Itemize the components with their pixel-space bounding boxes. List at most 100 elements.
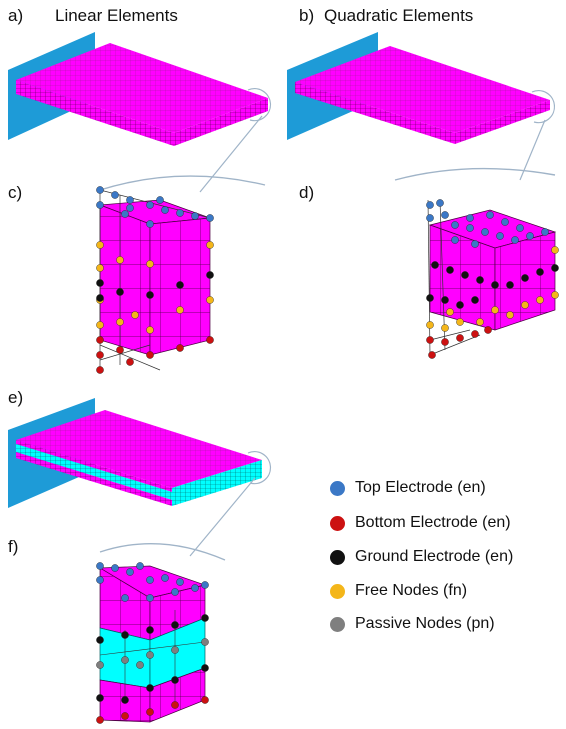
zoom-circle-e (247, 451, 272, 485)
node-d-gnd (426, 294, 434, 302)
node-f-pas (146, 651, 154, 659)
node-d-top (486, 211, 494, 219)
plate-top-a (16, 43, 268, 133)
zoom-arc-c (99, 175, 266, 191)
node-c-bot (126, 358, 134, 366)
node-d-bot (484, 326, 492, 334)
node-d-gnd (476, 276, 484, 284)
node-d-bot (471, 330, 479, 338)
node-c-bot (96, 351, 104, 359)
node-d-gnd (506, 281, 514, 289)
zoom-line-c (199, 115, 263, 193)
node-d-gnd (441, 296, 449, 304)
node-f-gnd (121, 696, 129, 704)
node-c-top (161, 206, 169, 214)
node-f-top (201, 581, 209, 589)
ground-electrode-dot-icon (330, 549, 345, 565)
node-f-top (161, 574, 169, 582)
node-d-top (511, 236, 519, 244)
panel-title-quadratic: Quadratic Elements (324, 6, 474, 25)
node-f-pas (136, 661, 144, 669)
node-f-top (176, 578, 184, 586)
node-d-gnd (491, 281, 499, 289)
node-c-free (116, 256, 124, 264)
legend-label: Top Electrode (en) (355, 479, 486, 496)
node-f-top (121, 594, 129, 602)
legend-label: Bottom Electrode (en) (355, 514, 511, 531)
node-d-top (501, 218, 509, 226)
node-d-top (471, 240, 479, 248)
zoom-arc-d (394, 167, 556, 181)
legend-item-top-electrode: Top Electrode (en) (330, 476, 486, 500)
node-f-pas (201, 638, 209, 646)
free-node-dot-icon (330, 583, 345, 599)
node-f-bot (146, 708, 154, 716)
node-d-free (536, 296, 544, 304)
plate-end-e (172, 460, 262, 506)
plate-end-a (174, 98, 268, 146)
node-d-top (466, 224, 474, 232)
node-c-free (131, 311, 139, 319)
node-f-gnd (171, 676, 179, 684)
node-f-top (136, 562, 144, 570)
node-d-top (436, 199, 444, 207)
legend-label: Passive Nodes (pn) (355, 615, 495, 632)
passive-node-dot-icon (330, 616, 345, 632)
plate-front-b (295, 82, 455, 144)
top-electrode-dot-icon (330, 480, 345, 496)
node-c-free (96, 264, 104, 272)
node-d-bot (428, 351, 436, 359)
panel-label-d: d) (299, 183, 315, 202)
node-f-gnd (171, 621, 179, 629)
node-c-gnd (96, 294, 104, 302)
legend-label: Free Nodes (fn) (355, 582, 468, 599)
node-d-free (551, 291, 559, 299)
node-f-gnd (201, 664, 209, 672)
node-f-bot (171, 701, 179, 709)
zoom-line-f (189, 477, 256, 557)
zoom-arc-f (99, 542, 226, 561)
node-c-top (96, 186, 104, 194)
node-d-top (541, 228, 549, 236)
node-d-free (521, 301, 529, 309)
node-f-top (126, 568, 134, 576)
panel-label-e: e) (8, 388, 24, 407)
node-d-gnd (471, 296, 479, 304)
node-c-bot (116, 346, 124, 354)
node-c-gnd (146, 291, 154, 299)
node-d-gnd (431, 261, 439, 269)
node-c-bot (146, 351, 154, 359)
panel-title-linear: Linear Elements (55, 6, 178, 25)
node-c-free (146, 260, 154, 268)
plate-bilayer (8, 398, 272, 508)
node-d-free (491, 306, 499, 314)
node-f-bot (201, 696, 209, 704)
node-f-gnd (146, 626, 154, 634)
node-f-pas (96, 661, 104, 669)
node-f-bot (121, 712, 129, 720)
node-c-top (206, 214, 214, 222)
node-d-free (476, 318, 484, 326)
node-c-top (176, 209, 184, 217)
node-d-gnd (461, 271, 469, 279)
node-f-top (171, 588, 179, 596)
legend-item-free-nodes: Free Nodes (fn) (330, 579, 467, 603)
node-c-gnd (176, 281, 184, 289)
zoom-line-d (519, 119, 546, 181)
plate-front-a (16, 80, 174, 146)
node-d-top (451, 236, 459, 244)
node-f-pas (121, 656, 129, 664)
legend-label: Ground Electrode (en) (355, 548, 514, 565)
node-f-top (96, 576, 104, 584)
node-d-gnd (456, 301, 464, 309)
node-f-gnd (96, 694, 104, 702)
node-d-bot (426, 336, 434, 344)
node-c-bot (96, 366, 104, 374)
node-f-gnd (201, 614, 209, 622)
node-d-top (516, 224, 524, 232)
node-d-gnd (551, 264, 559, 272)
plate-front-piezo-e (16, 440, 172, 492)
element-block-quadratic (426, 199, 559, 359)
node-f-top (111, 564, 119, 572)
